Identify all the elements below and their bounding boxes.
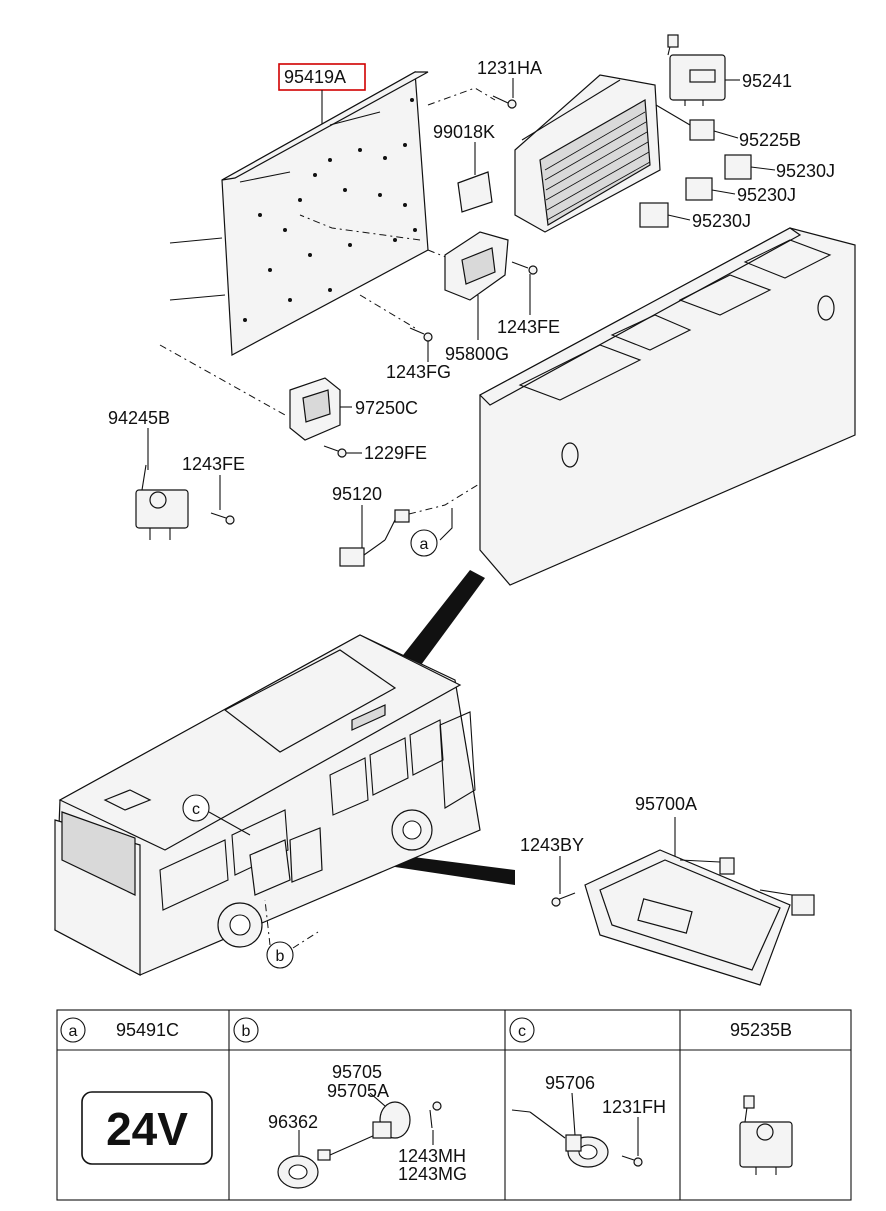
relay-95235B-icon <box>739 1095 793 1175</box>
table-header-b: b <box>233 1017 259 1043</box>
label-95241: 95241 <box>742 71 792 91</box>
dash-panel <box>479 227 856 586</box>
relay-95225B-icon <box>689 119 715 141</box>
relay-95241-icon <box>667 34 726 106</box>
module-97250C-icon <box>289 377 341 441</box>
relay-95230J-2-icon <box>685 177 713 201</box>
svg-text:c: c <box>192 801 200 818</box>
callout-c: c <box>182 794 251 836</box>
svg-text:b: b <box>276 948 285 965</box>
mounting-panel <box>169 71 429 356</box>
decal-24v: 24V <box>81 1091 213 1165</box>
table-header-c: c <box>509 1017 535 1043</box>
label-1243MH: 1243MH <box>398 1146 466 1166</box>
screw-1243FE-icon <box>511 261 538 275</box>
svg-text:a: a <box>420 536 429 553</box>
label-1243MG: 1243MG <box>398 1164 467 1184</box>
label-97250C: 97250C <box>355 398 418 418</box>
svg-text:b: b <box>242 1023 251 1040</box>
screw-1231HA-icon <box>492 95 517 109</box>
label-1243FE-top: 1243FE <box>497 317 560 337</box>
module-95800G-icon <box>444 231 509 301</box>
label-95705A: 95705A <box>327 1081 389 1101</box>
relay-95230J-1-icon <box>724 154 752 180</box>
screw-1229FE-icon <box>323 445 347 458</box>
table-header-95235B: 95235B <box>730 1020 792 1040</box>
label-95706: 95706 <box>545 1073 595 1093</box>
lamp-95700A-icon <box>584 849 815 986</box>
screw-1243FG-icon <box>409 327 433 342</box>
label-1243FG: 1243FG <box>386 362 451 382</box>
label-99018K: 99018K <box>433 122 495 142</box>
label-95225B: 95225B <box>739 130 801 150</box>
label-95800G: 95800G <box>445 344 509 364</box>
callout-b: b <box>264 899 319 969</box>
svg-text:95491C: 95491C <box>116 1020 179 1040</box>
bus-illustration <box>54 634 481 976</box>
label-1229FE: 1229FE <box>364 443 427 463</box>
parts-table <box>56 1009 852 1201</box>
label-95230J-1: 95230J <box>776 161 835 181</box>
label-95700A: 95700A <box>635 794 697 814</box>
table-header-a: a 95491C <box>60 1017 179 1043</box>
screw-1243BY-icon <box>551 892 576 907</box>
label-94245B: 94245B <box>108 408 170 428</box>
label-95230J-3: 95230J <box>692 211 751 231</box>
callout-a: a <box>410 529 438 557</box>
relay-95230J-3-icon <box>639 202 669 228</box>
label-95419A: 95419A <box>284 67 346 87</box>
label-95230J-2: 95230J <box>737 185 796 205</box>
junction-box <box>514 74 661 233</box>
label-96362: 96362 <box>268 1112 318 1132</box>
relay-94245B-icon <box>135 464 189 540</box>
cell-b-parts <box>277 1092 442 1189</box>
label-1243BY: 1243BY <box>520 835 584 855</box>
cell-c-parts <box>511 1092 643 1168</box>
svg-text:c: c <box>518 1023 526 1040</box>
label-1231HA: 1231HA <box>477 58 542 78</box>
label-95705: 95705 <box>332 1062 382 1082</box>
svg-text:24V: 24V <box>106 1103 188 1155</box>
label-1243FE-left: 1243FE <box>182 454 245 474</box>
label-1231FH: 1231FH <box>602 1097 666 1117</box>
relay-99018K-icon <box>457 171 493 213</box>
sensor-95120-icon <box>339 509 410 567</box>
screw-1243FE-left-icon <box>210 512 235 525</box>
svg-text:a: a <box>69 1023 78 1040</box>
label-95120: 95120 <box>332 484 382 504</box>
